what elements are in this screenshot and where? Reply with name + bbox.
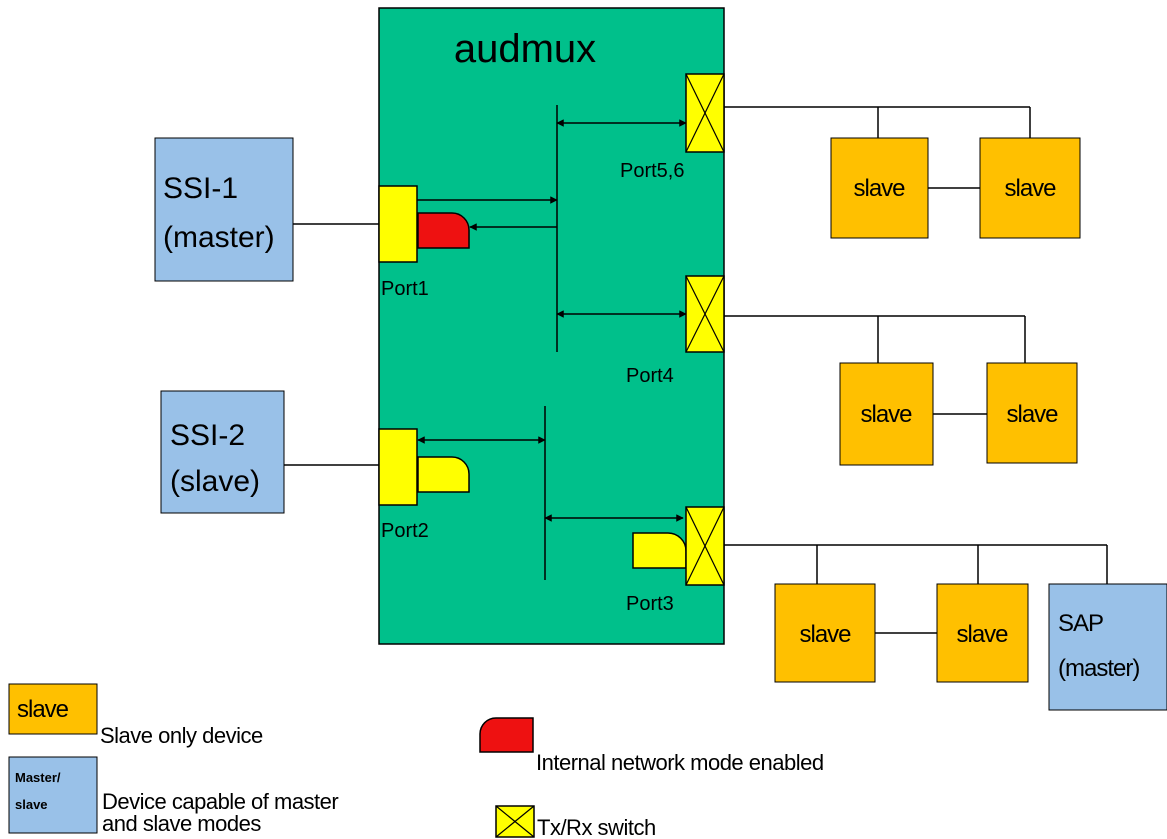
legend: slave Slave only device Master/ slave De… <box>8 683 824 839</box>
port56: Port5,6 <box>620 73 725 182</box>
ssi2-block: SSI-2 (slave) <box>160 390 285 514</box>
ssi1-name: SSI-1 <box>163 172 238 205</box>
slave-label: slave <box>1004 175 1056 202</box>
slave-device: slave <box>986 362 1078 464</box>
external-wiring <box>284 106 1108 634</box>
sap-name: SAP <box>1058 610 1103 637</box>
legend-switch-item: Tx/Rx switch <box>495 805 656 839</box>
ssi2-role: (slave) <box>170 465 260 498</box>
port1-internal-network-shape <box>417 212 470 249</box>
slave-label: slave <box>860 401 912 428</box>
ssi2-name: SSI-2 <box>170 419 245 452</box>
sap-role: (master) <box>1058 655 1139 682</box>
audmux-title: audmux <box>454 27 596 71</box>
port3-shape <box>632 532 687 569</box>
port1-label: Port1 <box>381 278 429 300</box>
legend-internal-desc: Internal network mode enabled <box>536 750 824 775</box>
port1-block <box>378 185 418 263</box>
port3-label: Port3 <box>626 593 674 615</box>
legend-master-desc-line1: Device capable of master <box>102 789 338 814</box>
legend-master-swatch-line1: Master/ <box>15 770 61 785</box>
legend-switch-desc: Tx/Rx switch <box>537 815 656 839</box>
port3: Port3 <box>626 506 725 615</box>
port2-shape <box>417 456 470 493</box>
legend-slave-swatch-label: slave <box>17 696 69 723</box>
legend-slave-swatch <box>8 683 98 735</box>
port2-block <box>378 428 418 506</box>
legend-master-item: Master/ slave Device capable of master a… <box>8 756 339 836</box>
slave-device: slave <box>830 137 929 239</box>
port1: Port1 <box>378 185 470 300</box>
slave-device: slave <box>774 583 876 683</box>
slave-label: slave <box>853 175 905 202</box>
port2-label: Port2 <box>381 520 429 542</box>
port56-label: Port5,6 <box>620 160 684 182</box>
slave-device: slave <box>979 137 1081 239</box>
legend-slave-item: slave Slave only device <box>8 683 263 748</box>
port4: Port4 <box>626 275 725 387</box>
slave-label: slave <box>799 621 851 648</box>
legend-internal-item: Internal network mode enabled <box>479 717 824 775</box>
ssi1-role: (master) <box>163 221 275 254</box>
port2: Port2 <box>378 428 470 542</box>
slave-device: slave <box>839 362 934 466</box>
legend-internal-icon <box>479 717 534 753</box>
internal-buses <box>402 105 687 580</box>
legend-master-desc-line2: and slave modes <box>102 811 261 836</box>
legend-slave-desc: Slave only device <box>100 723 263 748</box>
sap-block: SAP (master) <box>1048 583 1167 711</box>
ssi1-block: SSI-1 (master) <box>154 137 294 282</box>
slave-label: slave <box>1006 401 1058 428</box>
legend-master-swatch <box>8 756 98 834</box>
slave-label: slave <box>956 621 1008 648</box>
port4-label: Port4 <box>626 365 674 387</box>
legend-master-swatch-line2: slave <box>15 797 48 812</box>
slave-device: slave <box>936 583 1029 683</box>
